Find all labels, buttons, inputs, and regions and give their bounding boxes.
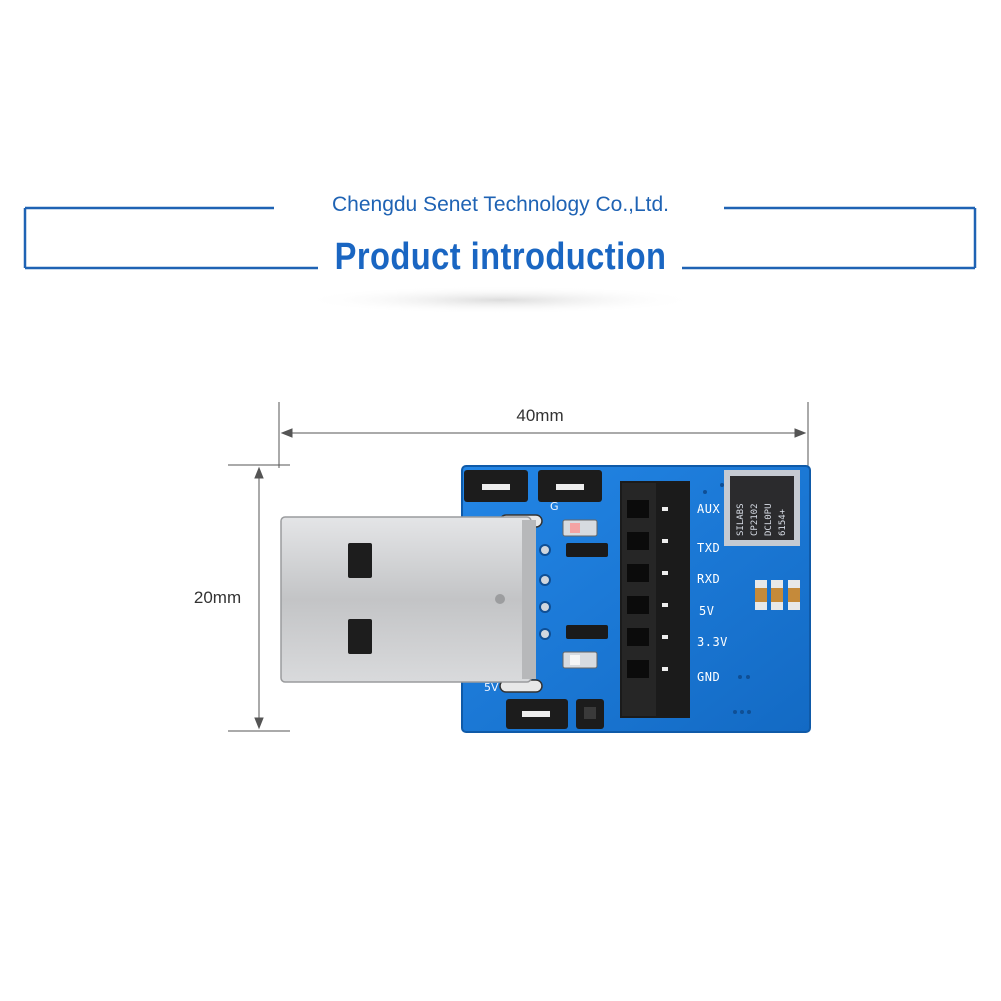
- silkscreen-5v: 5V: [484, 681, 499, 694]
- pin-label-rxd: RXD: [697, 572, 721, 586]
- chip-marking-line-4: 6154+: [778, 508, 788, 536]
- dimension-width: [278, 402, 809, 468]
- jumper-bottom: [499, 679, 604, 729]
- width-dimension-label: 40mm: [516, 406, 564, 425]
- pin-label-gnd: GND: [697, 670, 721, 684]
- dimension-height: [228, 464, 290, 732]
- page-title: Product introduction: [334, 236, 667, 278]
- chip-marking-line-3: DCL0PU: [764, 503, 774, 536]
- pin-label-5v: 5V: [699, 604, 715, 618]
- pin-header: [620, 481, 690, 718]
- jumper-block: [464, 470, 602, 528]
- pin-label-aux: AUX: [697, 502, 721, 516]
- cp2102-chip: [724, 470, 800, 546]
- chip-marking-line-1: SILABS: [736, 503, 746, 536]
- height-dimension-label: 20mm: [193, 588, 242, 607]
- led-components: [562, 519, 800, 669]
- company-name: Chengdu Senet Technology Co.,Ltd.: [331, 193, 670, 216]
- chip-marking-line-2: CP2102: [750, 503, 760, 536]
- pin-label-3v3: 3.3V: [697, 635, 728, 649]
- header-frame: [23, 206, 977, 314]
- pin-label-txd: TXD: [697, 541, 721, 555]
- silkscreen-g: G: [550, 500, 559, 513]
- usb-plug: [280, 516, 536, 683]
